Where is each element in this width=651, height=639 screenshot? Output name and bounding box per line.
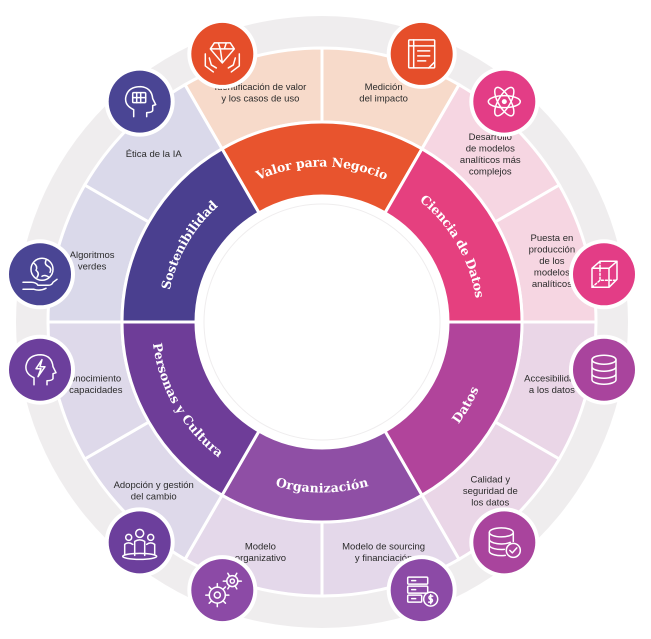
category-label-text: Organización xyxy=(274,474,369,495)
item-label-line: Medición xyxy=(365,82,403,93)
server-money-icon xyxy=(386,555,457,626)
item-label-line: Modelo xyxy=(245,542,276,553)
gears-icon xyxy=(187,555,258,626)
item-label-line: verdes xyxy=(78,262,107,273)
center-hole xyxy=(195,195,449,449)
item-label-sostenibilidad-2: Ética de la IA xyxy=(126,149,183,160)
item-label-line: complejos xyxy=(469,166,512,177)
head-circuit-icon xyxy=(104,66,175,137)
center-rim xyxy=(203,203,441,441)
item-label-line: modelos xyxy=(534,267,570,278)
item-label-line: Calidad y xyxy=(470,474,510,485)
item-label-line: y financiación xyxy=(355,553,413,564)
item-label-line: analíticos xyxy=(532,279,572,290)
diamond-hands-icon xyxy=(187,18,258,89)
item-label-line: del cambio xyxy=(131,492,177,503)
item-label-line: y los casos de uso xyxy=(221,93,299,104)
cube-icon xyxy=(568,239,639,310)
item-label-line: y capacidades xyxy=(62,385,123,396)
database-icon xyxy=(568,334,639,405)
item-label-line: analíticos más xyxy=(460,155,521,166)
item-label-line: Puesta en xyxy=(530,233,573,244)
item-label-line: seguridad de xyxy=(463,486,518,497)
item-label-line: organizativo xyxy=(235,553,286,564)
people-icon xyxy=(104,507,175,578)
item-label-line: de los xyxy=(539,256,565,267)
item-label-line: los datos xyxy=(471,497,509,508)
item-label-line: de modelos xyxy=(466,143,515,154)
item-label-line: Accesibilidad xyxy=(524,373,579,384)
atom-icon xyxy=(469,66,540,137)
item-label-line: del impacto xyxy=(359,93,408,104)
item-label-line: producción xyxy=(529,244,575,255)
item-label-line: Adopción y gestión xyxy=(114,480,194,491)
earth-hand-icon xyxy=(5,239,76,310)
item-label-line: Desarrollo xyxy=(469,132,512,143)
item-label-line: Modelo de sourcing xyxy=(342,542,425,553)
category-label-organizacion: Organización xyxy=(274,474,369,495)
item-label-line: Ética de la IA xyxy=(126,149,183,160)
item-label-line: Conocimiento xyxy=(63,373,121,384)
item-label-line: a los datos xyxy=(529,385,575,396)
item-label-line: Algoritmos xyxy=(70,250,115,261)
item-label-line: Identificación de valor xyxy=(214,82,306,93)
dashboard-document-icon xyxy=(386,18,457,89)
database-check-icon xyxy=(469,507,540,578)
head-bolt-icon xyxy=(5,334,76,405)
